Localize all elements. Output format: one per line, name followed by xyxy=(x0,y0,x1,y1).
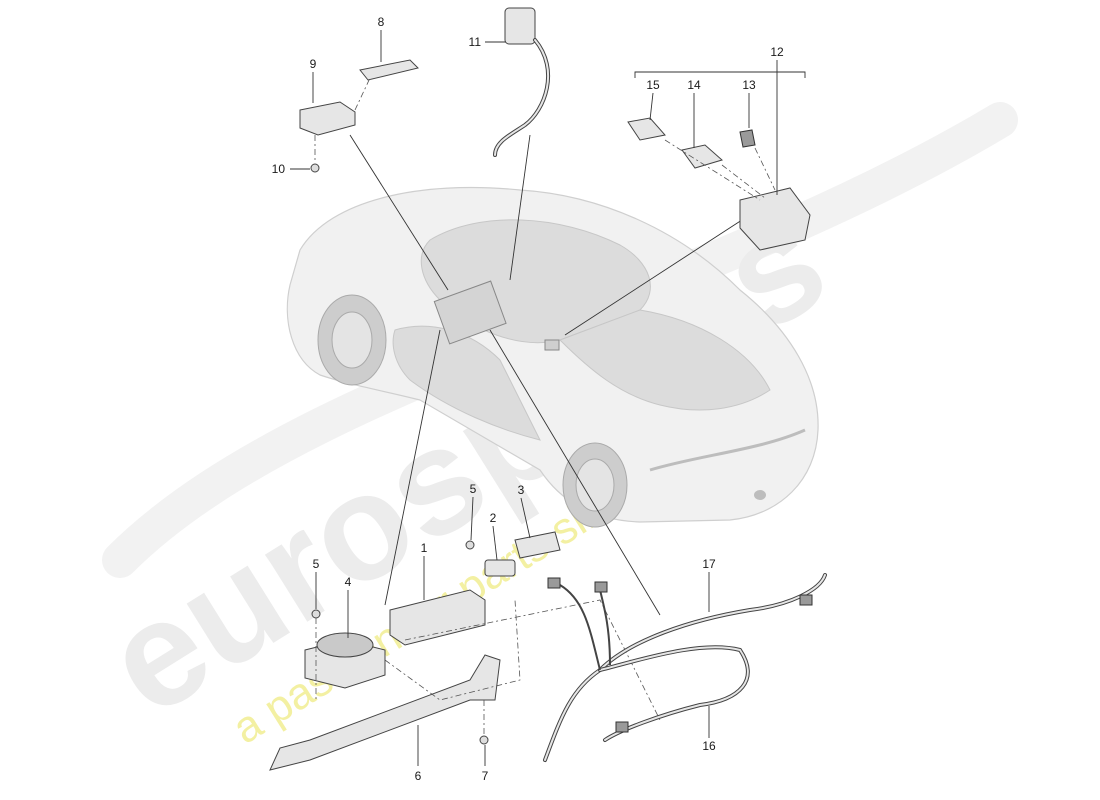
dash-15-12 xyxy=(664,139,761,201)
leader-17-to-car xyxy=(489,329,661,616)
part-9-bracket xyxy=(299,101,356,136)
part-12-unit xyxy=(739,187,811,251)
harness-branch-2 xyxy=(599,589,611,666)
callout-16: 16 xyxy=(702,739,716,753)
leader-12-to-car xyxy=(564,217,746,336)
callout-15: 15 xyxy=(646,78,660,92)
callout-8: 8 xyxy=(378,15,385,29)
part-group-antenna xyxy=(299,59,419,173)
exhaust xyxy=(754,490,766,500)
callout-17: 17 xyxy=(702,557,716,571)
part-11-cable xyxy=(493,38,551,157)
part-14-switch xyxy=(681,144,724,169)
part-5-nut-upper xyxy=(465,540,475,550)
part-15-clip xyxy=(627,117,666,141)
callout-14: 14 xyxy=(687,78,701,92)
harness-connector-a xyxy=(547,577,561,589)
car-rear-window xyxy=(559,309,771,411)
part-1-control-unit xyxy=(389,589,486,646)
part-6-tray xyxy=(269,654,501,771)
part-10-screw xyxy=(310,163,320,173)
part-11-module xyxy=(504,7,536,45)
callout-3: 3 xyxy=(518,483,525,497)
car-center-console-unit xyxy=(544,339,560,351)
callout-4: 4 xyxy=(345,575,352,589)
part-3-bracket xyxy=(514,531,561,559)
part-4-speaker-cone xyxy=(316,632,374,658)
harness-branch-1 xyxy=(559,584,601,671)
callout-7: 7 xyxy=(482,769,489,783)
leader-4-to-car xyxy=(384,329,441,606)
part-7-bolt xyxy=(479,735,489,745)
part-8-strip xyxy=(359,59,419,81)
bracket-12 xyxy=(634,71,806,78)
car-illustration xyxy=(286,186,819,528)
part-13-connector xyxy=(739,129,756,148)
part-group-harness xyxy=(543,573,827,762)
rear-light-bar xyxy=(649,428,806,472)
harness-connector-c xyxy=(799,594,813,606)
harness-connector-d xyxy=(615,721,629,733)
part-5-nut-lower xyxy=(311,609,321,619)
callout-leaders xyxy=(290,30,778,766)
callout-1: 1 xyxy=(421,541,428,555)
callout-labels: 8 9 10 11 12 13 14 15 1 2 3 5 4 5 6 7 17… xyxy=(272,15,784,783)
part-group-11 xyxy=(493,7,551,157)
part-group-lower xyxy=(269,531,661,771)
leader-lines xyxy=(349,134,746,616)
car-dashboard-module xyxy=(433,280,507,345)
dash-14-12 xyxy=(721,164,766,199)
part-group-12 xyxy=(627,71,811,251)
dash-8-9 xyxy=(354,77,371,111)
callout-12: 12 xyxy=(770,45,784,59)
callout-6: 6 xyxy=(415,769,422,783)
callout-13: 13 xyxy=(742,78,756,92)
front-wheel-rim xyxy=(331,311,373,369)
callout-5-lower: 5 xyxy=(313,557,320,571)
rear-wheel-rim xyxy=(575,458,615,512)
leader-9-to-car xyxy=(349,134,449,291)
callout-9: 9 xyxy=(310,57,317,71)
part-2-module xyxy=(484,559,516,577)
callout-10: 10 xyxy=(272,162,286,176)
leader-11-to-car xyxy=(509,134,531,281)
callout-11: 11 xyxy=(469,35,482,49)
dash-lower-2 xyxy=(404,599,661,721)
dash-13-12 xyxy=(754,147,776,191)
harness-connector-b xyxy=(594,581,608,593)
callout-2: 2 xyxy=(490,511,497,525)
callout-5-upper: 5 xyxy=(470,482,477,496)
